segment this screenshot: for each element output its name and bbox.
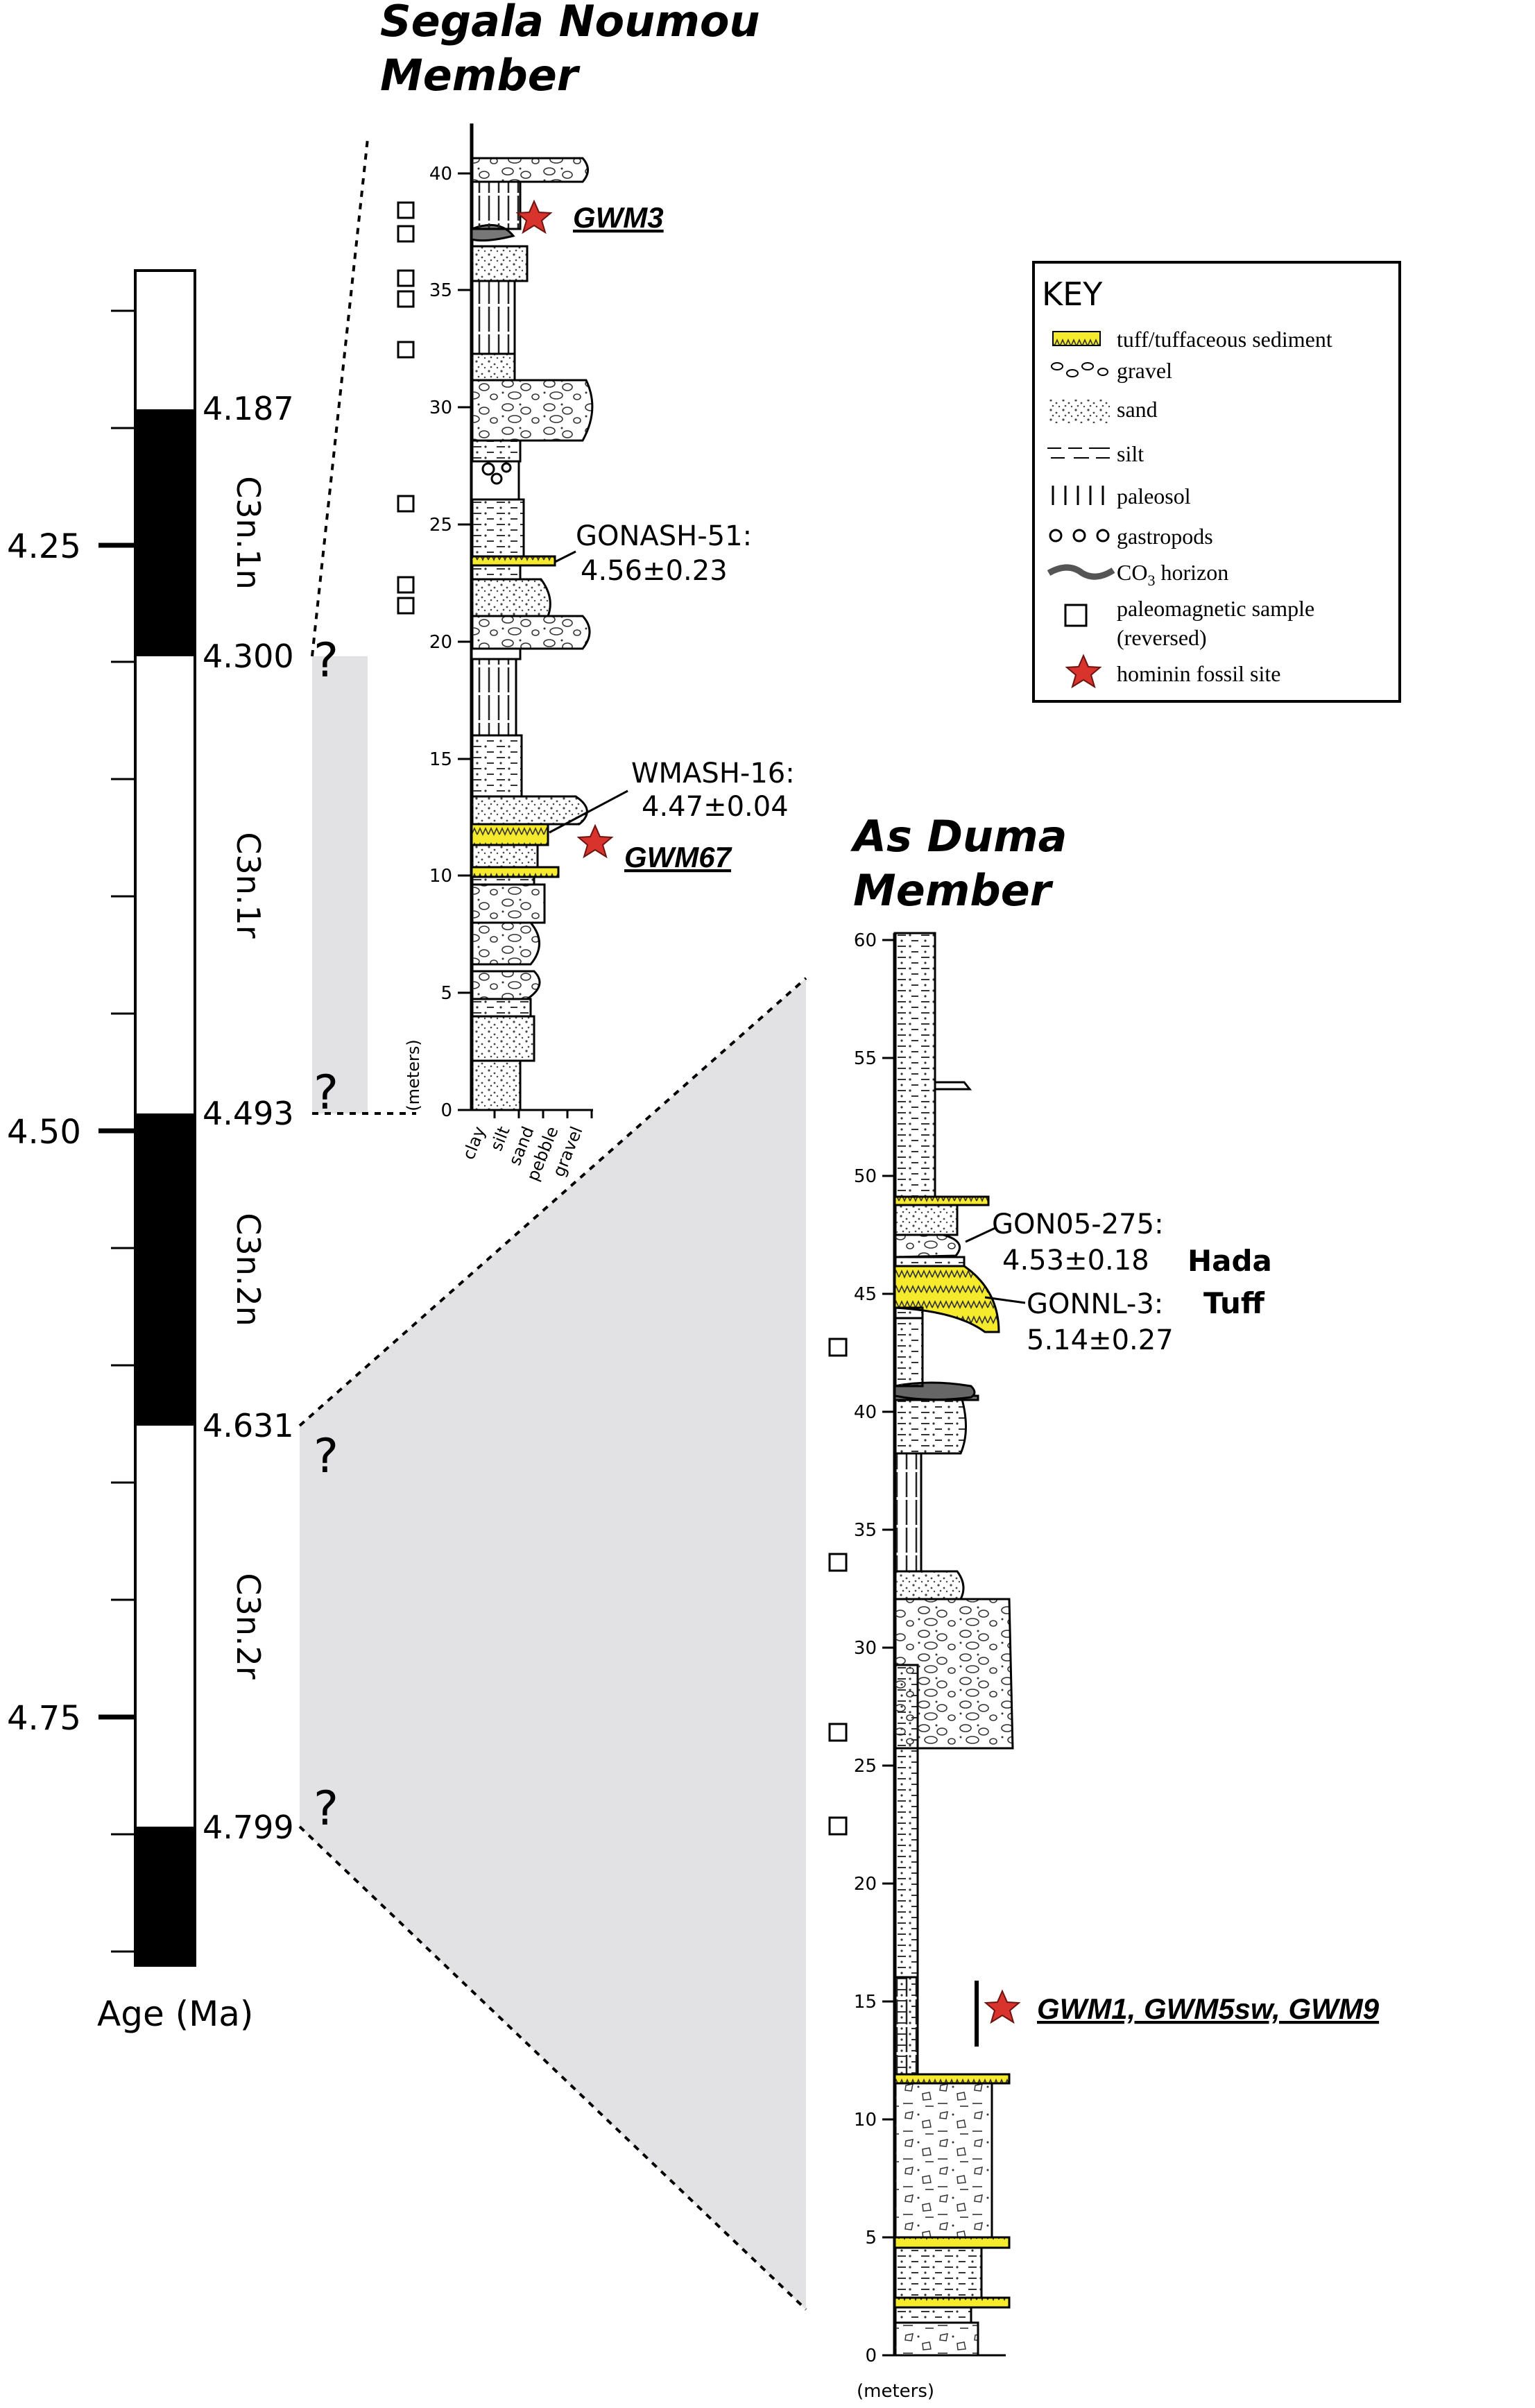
asduma-tick-40: 40 <box>854 1402 877 1423</box>
segala-title-line1: Segala Noumou <box>380 0 760 46</box>
asduma-tick-0: 0 <box>865 2346 877 2366</box>
segala-tick-25: 25 <box>429 515 452 536</box>
segala-tuff-12m <box>470 823 549 846</box>
asduma-tick-25: 25 <box>854 1756 877 1777</box>
hada-tuff-bed <box>893 1265 1000 1333</box>
star-gwm3 <box>515 199 553 234</box>
segala-tick-20: 20 <box>429 632 452 653</box>
polarity-normal-3 <box>135 1827 195 1965</box>
key-paleosol: paleosol <box>1117 484 1191 509</box>
segala-tick-0: 0 <box>440 1100 452 1121</box>
polarity-column-frame <box>134 269 196 1967</box>
segala-tuff-23m <box>470 555 556 567</box>
asduma-title-line1: As Duma <box>850 811 1067 862</box>
segala-tick-15: 15 <box>429 749 452 770</box>
segala-tick-5: 5 <box>440 983 452 1004</box>
boundary-4.631: 4.631 <box>203 1407 294 1444</box>
segala-tick-35: 35 <box>429 280 452 301</box>
sample-wmash16-age: 4.47±0.04 <box>642 791 789 823</box>
minor-ticks <box>111 309 135 1953</box>
segala-title-line2: Member <box>380 50 581 101</box>
segala-tick-40: 40 <box>429 164 452 185</box>
asduma-tick-60: 60 <box>854 930 877 951</box>
asduma-tick-55: 55 <box>854 1048 877 1069</box>
sample-wmash16-name: WMASH-16: <box>631 758 795 789</box>
polarity-normal-1 <box>135 409 195 656</box>
boundary-4.300: 4.300 <box>203 638 294 675</box>
key-box: KEY tuff/tuffaceous sediment gravel sand <box>1032 261 1401 703</box>
site-gwm67: GWM67 <box>624 841 732 873</box>
segala-tick-30: 30 <box>429 398 452 418</box>
asduma-column: 0 5 10 15 20 25 30 35 40 45 50 55 60 (me… <box>828 930 1380 2402</box>
sample-gonash51-age: 4.56±0.23 <box>581 555 728 587</box>
star-gwm1 <box>984 1989 1021 2024</box>
asduma-tick-20: 20 <box>854 1874 877 1895</box>
grain-clay: clay <box>458 1124 489 1163</box>
site-gwm3: GWM3 <box>573 201 664 234</box>
key-gastropods: gastropods <box>1117 524 1213 549</box>
question-mark-4.300: ? <box>314 633 338 688</box>
asduma-tuff-12m <box>893 2073 1011 2085</box>
boundary-4.799: 4.799 <box>203 1809 294 1846</box>
asduma-tick-10: 10 <box>854 2110 877 2131</box>
major-ticks <box>98 543 135 1720</box>
age-tick-4.50: 4.50 <box>7 1113 81 1152</box>
asduma-title-line2: Member <box>853 865 1054 916</box>
asduma-unit: (meters) <box>857 2381 934 2402</box>
key-title: KEY <box>1042 275 1103 313</box>
segala-column: 0 5 10 15 20 25 30 35 40 (meters) clay s… <box>397 123 795 1184</box>
star-gwm67 <box>576 823 614 859</box>
asduma-tick-50: 50 <box>854 1166 877 1187</box>
polarity-normal-2 <box>135 1113 195 1426</box>
sample-gon05275-age: 4.53±0.18 <box>1002 1245 1149 1276</box>
dash-line-segala-top <box>311 138 369 657</box>
key-tuff: tuff/tuffaceous sediment <box>1117 327 1332 352</box>
key-silt: silt <box>1117 441 1144 466</box>
asduma-tick-45: 45 <box>854 1284 877 1305</box>
correlation-band-segala <box>312 656 368 1113</box>
key-paleomag: paleomagnetic sample <box>1117 596 1314 621</box>
key-reversed: (reversed) <box>1117 625 1207 650</box>
chron-c3n1r: C3n.1r <box>230 832 267 938</box>
question-mark-4.799: ? <box>314 1782 338 1836</box>
question-mark-4.493: ? <box>314 1066 338 1120</box>
key-hominin: hominin fossil site <box>1117 661 1280 686</box>
boundary-4.187: 4.187 <box>203 390 294 427</box>
chron-c3n2r: C3n.2r <box>230 1573 267 1679</box>
age-tick-4.75: 4.75 <box>7 1699 81 1738</box>
asduma-tick-30: 30 <box>854 1638 877 1659</box>
asduma-tuff-3m <box>893 2296 1011 2309</box>
age-axis-label: Age (Ma) <box>97 1994 253 2034</box>
hada-label-line1: Hada <box>1187 1244 1272 1278</box>
boundary-4.493: 4.493 <box>203 1095 294 1132</box>
chron-c3n1n: C3n.1n <box>230 476 267 590</box>
age-tick-4.25: 4.25 <box>7 527 81 566</box>
sample-gonash51-name: GONASH-51: <box>576 520 752 552</box>
correlation-band-asduma <box>300 978 806 2309</box>
chron-c3n2n: C3n.2n <box>230 1213 267 1326</box>
segala-unit: (meters) <box>404 1039 423 1111</box>
age-scale: 4.25 4.50 4.75 4.187 4.300 4.493 4.631 4… <box>7 269 338 2034</box>
sample-gonnl3-age: 5.14±0.27 <box>1027 1324 1174 1356</box>
asduma-tick-35: 35 <box>854 1520 877 1541</box>
segala-tick-10: 10 <box>429 866 452 887</box>
question-mark-4.631: ? <box>314 1429 338 1484</box>
asduma-tick-5: 5 <box>865 2228 877 2248</box>
key-gravel: gravel <box>1117 358 1172 383</box>
sample-gon05275-name: GON05-275: <box>992 1209 1164 1240</box>
dash-line-asduma-top <box>298 977 807 1427</box>
key-sand: sand <box>1117 397 1158 422</box>
key-co3: CO3 horizon <box>1117 560 1228 589</box>
sample-gonnl3-name: GONNL-3: <box>1027 1288 1163 1320</box>
dash-line-asduma-bottom <box>298 1825 807 2311</box>
asduma-tuff-49m <box>893 1195 990 1206</box>
segala-tuff-10m <box>470 866 560 878</box>
asduma-tick-15: 15 <box>854 1992 877 2013</box>
hada-label-line2: Tuff <box>1203 1286 1265 1320</box>
site-gwm1-group: GWM1, GWM5sw, GWM9 <box>1037 1992 1380 2025</box>
asduma-tuff-5m <box>893 2236 1011 2249</box>
